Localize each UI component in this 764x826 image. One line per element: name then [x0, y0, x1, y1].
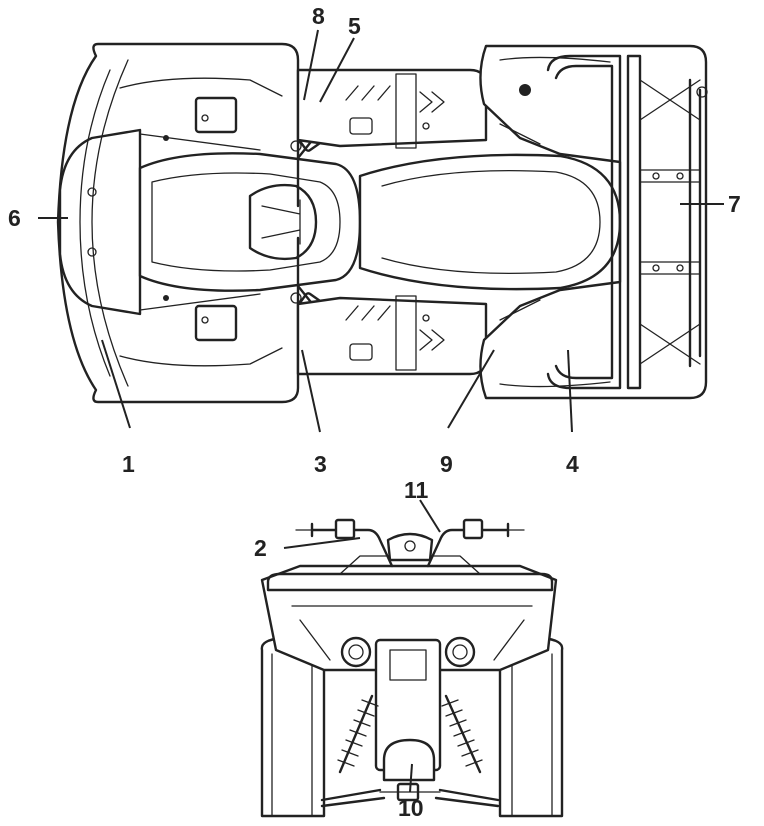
- front-rack: [266, 572, 554, 592]
- rear-rack: [546, 54, 708, 390]
- handlebar-pod-front: [386, 532, 434, 562]
- handlebar-right: [296, 236, 316, 308]
- headlight-right: [444, 636, 476, 668]
- callout-7: 7: [728, 191, 741, 217]
- callout-8: 8: [312, 3, 325, 29]
- suspension-right: [434, 694, 500, 808]
- callout-labels: 6 7 8 5 1 3 9 4 11 2 10: [8, 3, 741, 821]
- callout-6: 6: [8, 205, 21, 231]
- suspension-left: [320, 694, 386, 808]
- callout-9: 9: [440, 451, 453, 477]
- callout-5: 5: [348, 13, 361, 39]
- footrest-upper: [296, 68, 488, 148]
- callout-11: 11: [404, 477, 429, 503]
- callout-1: 1: [122, 451, 135, 477]
- handlebar-front-view: [295, 518, 525, 568]
- callout-4: 4: [566, 451, 579, 477]
- seat: [358, 153, 622, 291]
- headlight-left: [340, 636, 372, 668]
- front-nose: [58, 128, 142, 316]
- handlebar-center-pod: [248, 183, 318, 261]
- front-body: [260, 564, 558, 672]
- handlebar-left: [296, 136, 316, 208]
- footrest-lower: [296, 296, 488, 376]
- callout-3: 3: [314, 451, 327, 477]
- front-vent-lower: [194, 304, 238, 342]
- front-guard: [382, 738, 436, 782]
- leader-lines: [38, 29, 724, 793]
- atv-front-view: [260, 518, 564, 818]
- callout-10: 10: [398, 795, 424, 821]
- atv-top-view: [56, 42, 708, 404]
- front-vent-upper: [194, 96, 238, 134]
- rear-fender: [479, 44, 708, 400]
- rear-dot-marker: [519, 84, 531, 96]
- callout-2: 2: [254, 535, 267, 561]
